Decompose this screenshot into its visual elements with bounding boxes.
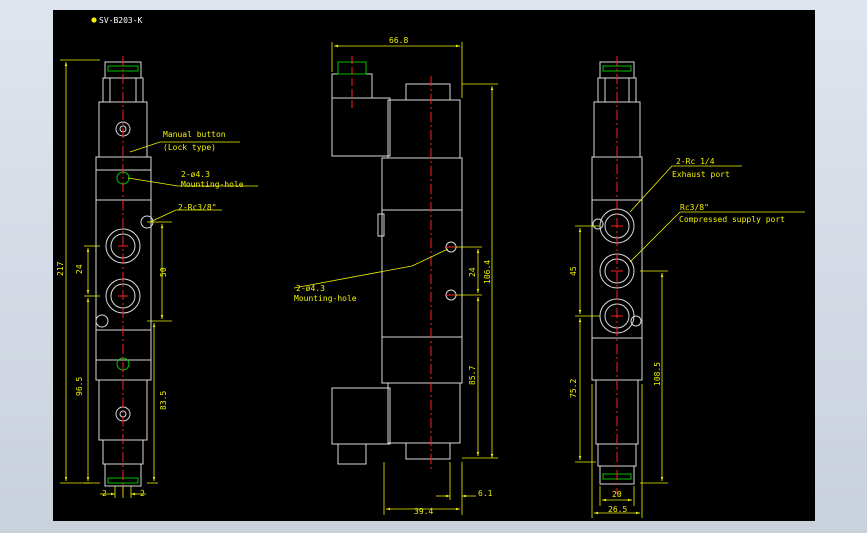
note-manual-button: Manual button: [163, 130, 226, 139]
left-view-labels: 217 24 96.5 50 83.5 2 2 Manual button (L…: [56, 130, 244, 498]
middle-view-dimensions: [293, 42, 498, 515]
middle-coil-housing-top: [387, 99, 461, 159]
middle-coil-bottom: [331, 387, 391, 445]
dim-middle-106-4: 106.4: [483, 260, 492, 284]
right-view: [591, 56, 643, 494]
left-mounting-hole-bottom-icon: [95, 314, 109, 328]
dim-middle-top-width: 66.8: [389, 36, 408, 45]
note-left-port: 2-Rc3/8": [178, 203, 217, 212]
middle-view-labels: 66.8 24 106.4 85.7 39.4 6.1 2-ø4.3 Mount…: [294, 36, 493, 516]
dim-middle-85-7: 85.7: [468, 366, 477, 385]
note-left-mount-count: 2-ø4.3: [181, 170, 210, 179]
middle-coil-top: [331, 97, 391, 157]
dim-right-20: 20: [612, 490, 622, 499]
dim-left-w-left: 2: [102, 489, 107, 498]
dim-left-24: 24: [75, 264, 84, 274]
dim-left-96-5: 96.5: [75, 377, 84, 396]
note-middle-mount-count: 2-ø4.3: [296, 284, 325, 293]
title-block: SV-B203-K: [91, 16, 143, 25]
middle-coil-housing-bottom: [387, 382, 461, 444]
note-supply-port: Compressed supply port: [679, 215, 785, 224]
dim-right-26-5: 26.5: [608, 505, 627, 514]
left-view: [95, 56, 154, 494]
note-exhaust-port: Exhaust port: [672, 170, 730, 179]
dim-right-75-2: 75.2: [569, 379, 578, 398]
title-bullet-icon: [91, 17, 97, 23]
note-left-mounting-hole: Mounting-hole: [181, 180, 244, 189]
dim-right-108-5: 108.5: [653, 362, 662, 386]
note-middle-mounting-hole: Mounting-hole: [294, 294, 357, 303]
dim-middle-bottom-width: 39.4: [414, 507, 433, 516]
dim-total-height: 217: [56, 261, 65, 276]
dim-left-w-right: 2: [140, 489, 145, 498]
dim-right-45: 45: [569, 266, 578, 276]
left-view-dimensions: [60, 59, 258, 498]
note-supply-size: Rc3/8": [680, 203, 709, 212]
drawing-canvas[interactable]: SV-B203-K: [53, 10, 815, 521]
note-lock-type: (Lock type): [163, 143, 216, 152]
dim-middle-6-1: 6.1: [478, 489, 493, 498]
drawing-title: SV-B203-K: [99, 16, 143, 25]
note-exhaust-count: 2-Rc 1/4: [676, 157, 715, 166]
dim-middle-24: 24: [468, 267, 477, 277]
dim-left-83-5: 83.5: [159, 391, 168, 410]
middle-cable-gland-bottom: [337, 443, 367, 465]
dim-left-50: 50: [159, 267, 168, 277]
cad-drawing: SV-B203-K: [56, 16, 805, 518]
right-view-dimensions: [575, 165, 805, 518]
right-mounting-hole-top-icon: [592, 218, 604, 230]
middle-view: [331, 56, 463, 470]
middle-valve-body: [381, 157, 463, 384]
right-mounting-hole-bottom-icon: [630, 315, 642, 327]
right-view-labels: 45 75.2 108.5 20 26.5 2-Rc 1/4 Exhaust p…: [569, 157, 785, 514]
